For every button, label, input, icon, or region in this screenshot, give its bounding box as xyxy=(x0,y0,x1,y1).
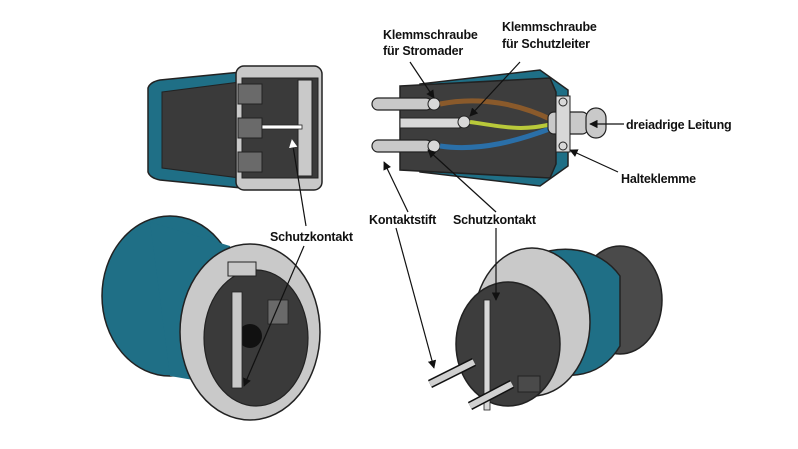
plug-front-view xyxy=(101,215,321,421)
plug-pins-view xyxy=(427,245,663,411)
leader-lines xyxy=(243,61,624,387)
plug-open-view xyxy=(371,69,607,187)
label-dreiadrige-leitung: dreiadrige Leitung xyxy=(626,118,732,132)
label-klemmschraube-stromader-line1: Klemmschraube xyxy=(383,28,478,42)
label-schutzkontakt-left: Schutzkontakt xyxy=(270,230,353,244)
label-klemmschraube-schutzleiter-line1: Klemmschraube xyxy=(502,20,597,34)
label-klemmschraube-schutzleiter-line2: für Schutzleiter xyxy=(502,37,590,51)
plug-side-view xyxy=(147,65,323,191)
label-schutzkontakt-right: Schutzkontakt xyxy=(453,213,536,227)
label-halteklemme: Halteklemme xyxy=(621,172,696,186)
label-kontaktstift: Kontaktstift xyxy=(369,213,437,227)
label-klemmschraube-stromader-line2: für Stromader xyxy=(383,44,464,58)
